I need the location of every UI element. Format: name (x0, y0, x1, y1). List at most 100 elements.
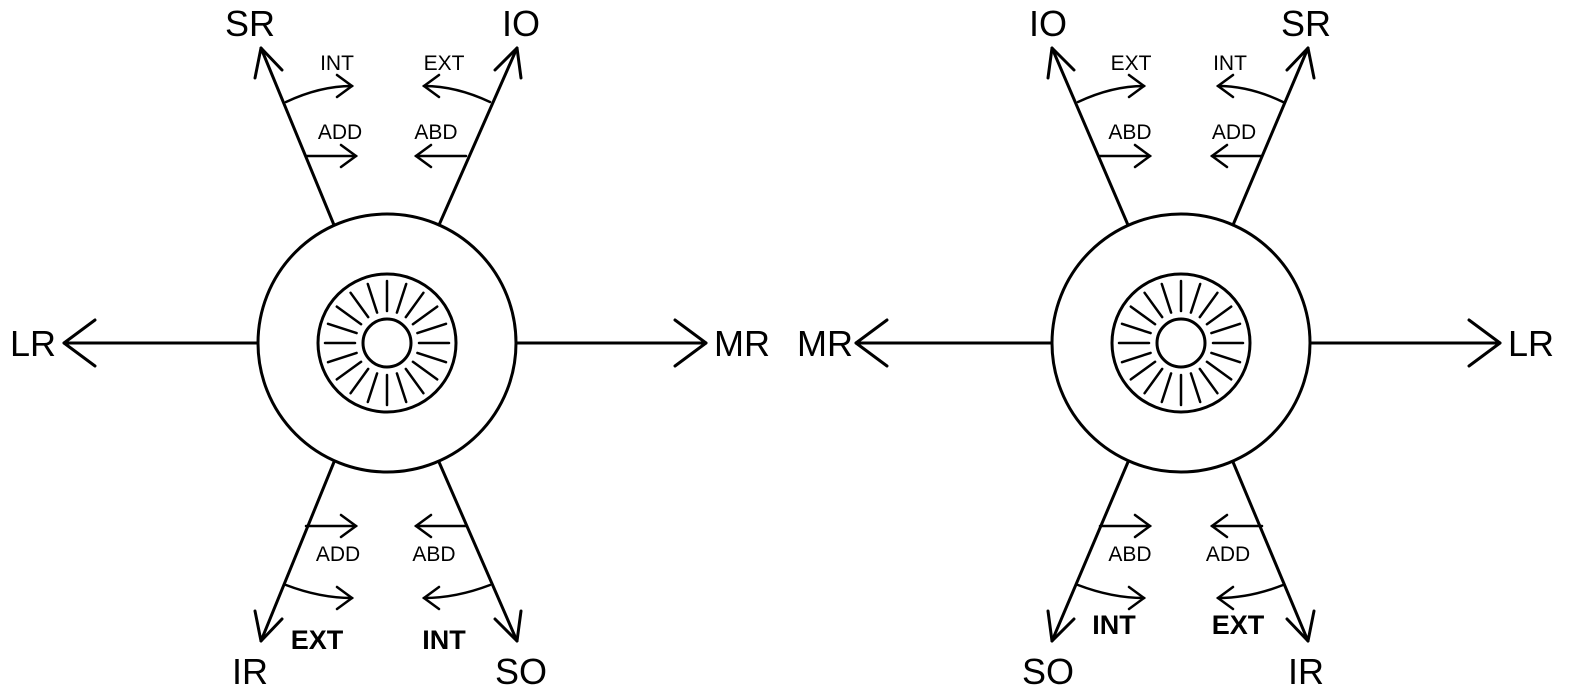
right-ir-torsion-arrowhead (1215, 585, 1235, 611)
left-ir-label: IR (232, 651, 268, 692)
left-so-torsion-arrow (422, 583, 492, 600)
right-eye-iris (1110, 272, 1252, 414)
left-mr-label: MR (714, 323, 770, 364)
iris-ray (1129, 305, 1157, 326)
iris-ray (335, 360, 363, 381)
left-eye-iris (316, 272, 458, 414)
iris-ray (1210, 322, 1242, 335)
right-eye-globe (1050, 212, 1312, 474)
right-io-horizontal-arrowhead (1133, 143, 1153, 169)
left-io-horizontal-label: ABD (414, 121, 457, 144)
left-so-torsion-label: INT (422, 625, 466, 655)
left-eye-pupil (361, 317, 413, 369)
right-so-horizontal-label: ABD (1108, 543, 1151, 566)
right-mr-arrowhead (854, 318, 889, 368)
iris-ray (1120, 322, 1152, 335)
iris-ray (1189, 282, 1202, 314)
iris-ray (335, 305, 363, 326)
iris-ray (1160, 282, 1173, 314)
right-io-label: IO (1029, 3, 1067, 44)
left-io-torsion-arrow (422, 84, 492, 104)
iris-ray (1205, 360, 1233, 381)
left-ir-torsion-arrow (284, 583, 354, 600)
right-sr-arrowhead (1285, 46, 1316, 80)
left-sr-arrowhead (253, 46, 284, 80)
right-so-torsion-arrow (1076, 583, 1146, 600)
left-io-axis (437, 46, 519, 227)
left-ir-torsion-arrowhead (335, 585, 355, 611)
left-eye (256, 212, 518, 474)
right-mr-label: MR (797, 323, 853, 364)
left-ir-horizontal-label: ADD (316, 543, 360, 566)
right-so-torsion-arrowhead (1127, 585, 1147, 611)
iris-ray (366, 372, 379, 404)
iris-ray (395, 282, 408, 314)
left-lr-label: LR (10, 323, 56, 364)
left-so-torsion-arrowhead (421, 585, 441, 611)
right-iris-rays (1117, 279, 1245, 407)
left-so-label: SO (495, 651, 547, 692)
iris-ray (404, 367, 425, 395)
right-ir-horizontal-label: ADD (1206, 543, 1250, 566)
iris-ray (1189, 372, 1202, 404)
right-ir-horizontal-arrowhead (1209, 513, 1229, 539)
left-eye-diagram: SR IO LR MR IR SO INT ADD EXT ABD ADD EX… (10, 3, 770, 692)
right-sr-torsion-arrow (1216, 84, 1285, 104)
iris-ray (404, 291, 425, 319)
right-so-horizontal-arrowhead (1133, 513, 1153, 539)
left-so-horizontal-arrowhead (413, 513, 433, 539)
right-so-label: SO (1022, 651, 1074, 692)
right-ir-label: IR (1288, 651, 1324, 692)
right-lr-label: LR (1508, 323, 1554, 364)
right-ir-axis (1231, 460, 1310, 643)
iris-ray (1160, 372, 1173, 404)
iris-ray (349, 367, 370, 395)
right-eye (1050, 212, 1312, 474)
right-ir-torsion-label: EXT (1212, 610, 1265, 640)
left-so-horizontal-label: ABD (412, 543, 455, 566)
left-so-arrowhead (493, 609, 523, 643)
iris-ray (326, 351, 358, 364)
iris-ray (1198, 291, 1219, 319)
left-io-torsion-label: EXT (424, 52, 465, 75)
right-so-axis (1050, 460, 1130, 643)
iris-ray (1198, 367, 1219, 395)
left-iris-rays (323, 279, 451, 407)
iris-ray (1143, 367, 1164, 395)
iris-ray (1205, 305, 1233, 326)
left-io-label: IO (502, 3, 540, 44)
right-io-torsion-label: EXT (1111, 52, 1152, 75)
right-so-arrowhead (1046, 609, 1076, 643)
left-sr-torsion-arrow (284, 84, 354, 104)
right-eye-pupil (1155, 317, 1207, 369)
iris-ray (349, 291, 370, 319)
right-lr-arrowhead (1467, 318, 1502, 368)
iris-ray (1143, 291, 1164, 319)
right-io-torsion-arrowhead (1127, 73, 1147, 99)
right-io-torsion-arrow (1076, 84, 1146, 104)
left-io-horizontal-arrowhead (413, 143, 433, 169)
iris-ray (416, 351, 448, 364)
left-ir-arrowhead (253, 609, 284, 643)
left-sr-horizontal-label: ADD (318, 121, 362, 144)
left-ir-axis (259, 460, 336, 643)
right-io-arrowhead (1046, 46, 1076, 80)
iris-ray (411, 360, 439, 381)
right-sr-horizontal-label: ADD (1212, 121, 1256, 144)
left-sr-torsion-arrowhead (335, 73, 355, 99)
left-so-axis (437, 460, 519, 643)
left-io-arrowhead (493, 46, 523, 80)
right-sr-torsion-label: INT (1213, 52, 1247, 75)
iris-ray (1210, 351, 1242, 364)
iris-ray (326, 322, 358, 335)
right-io-horizontal-label: ABD (1108, 121, 1151, 144)
iris-ray (416, 322, 448, 335)
right-eye-diagram: IO SR MR LR SO IR EXT ABD INT ADD ABD IN… (797, 3, 1554, 692)
left-eye-globe (256, 212, 518, 474)
left-lr-arrowhead (62, 318, 97, 368)
iris-ray (1129, 360, 1157, 381)
left-sr-torsion-label: INT (320, 52, 354, 75)
right-sr-label: SR (1281, 3, 1331, 44)
left-ir-torsion-label: EXT (291, 625, 344, 655)
